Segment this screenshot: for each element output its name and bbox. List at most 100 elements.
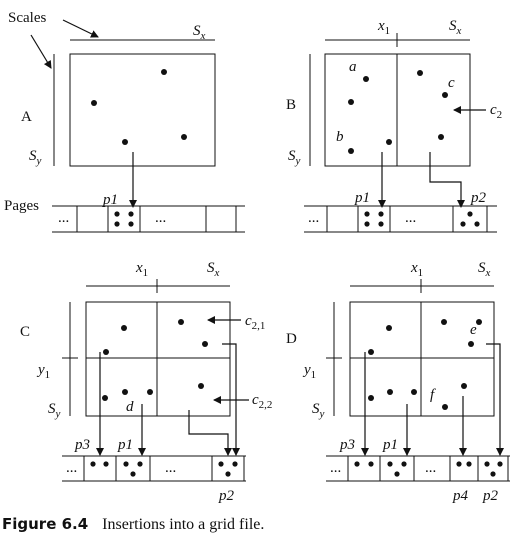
data-point [438,134,444,140]
y1-label: y1 [302,362,316,381]
point-label-e: e [470,322,477,338]
panel-d-letter: D [286,331,297,347]
caption-text: Insertions into a grid file. [102,516,265,533]
data-point [411,389,417,395]
page-label-p2: p2 [482,488,499,504]
x1-label: x1 [410,260,423,279]
page-label-p2: p2 [218,488,235,504]
x-scale-label: Sx [478,260,491,279]
pointer-arrow [486,343,504,456]
y-scale-label: Sy [29,148,42,167]
data-point [161,69,167,75]
scales-arrow-y [30,34,52,69]
data-point [122,139,128,145]
ellipsis: ... [165,460,176,476]
data-point [348,148,354,154]
page-label-p1: p1 [382,437,398,453]
pointer-arrow [222,343,240,456]
data-point [181,134,187,140]
data-point [363,76,369,82]
panel-c: x1 Sx C y1 Sy d c2,1 c2,2 p3 p1 p2 [20,260,272,504]
y-scale-label: Sy [48,401,61,420]
data-point [368,349,374,355]
ellipsis: ... [58,210,69,226]
data-point [368,395,374,401]
page-p1 [123,461,143,477]
data-point [442,92,448,98]
figure-caption: Figure 6.4 Insertions into a grid file. [2,515,264,534]
data-point [441,319,447,325]
panel-d: x1 Sx D y1 Sy e f p3 p1 p4 p2 [286,260,510,504]
data-point [387,389,393,395]
x1-label: x1 [377,18,390,37]
point-label-c: c [448,75,455,91]
panel-a: Scales Sx A Sy p1 Pages ... ... [4,10,245,233]
grid-region [85,301,231,417]
page-p2 [484,461,503,477]
pointer-arrow [429,152,465,208]
data-point [348,99,354,105]
scales-label: Scales [8,10,46,26]
x-scale-label: Sx [449,18,462,37]
data-point [468,341,474,347]
page-label-p3: p3 [74,437,90,453]
grid-file-figure: Scales Sx A Sy p1 Pages ... ... x1 Sx [4,10,510,504]
data-point [121,325,127,331]
page-label-p2: p2 [470,190,487,206]
data-point [147,389,153,395]
ellipsis: ... [425,460,436,476]
page-p2 [218,461,238,477]
panel-b-letter: B [286,97,296,113]
ellipsis: ... [405,210,416,226]
page-label-p3: p3 [339,437,355,453]
data-point [476,319,482,325]
data-point [202,341,208,347]
data-point [386,139,392,145]
panel-a-letter: A [21,109,32,125]
x1-label: x1 [135,260,148,279]
point-label-f: f [430,387,436,403]
page-p4 [456,461,472,467]
scales-arrow-x [62,19,99,38]
y1-label: y1 [36,362,50,381]
page-p3 [354,461,374,467]
data-point [122,389,128,395]
pointer-label-c21: c2,1 [245,313,265,332]
data-point [198,383,204,389]
ellipsis: ... [155,210,166,226]
page-p1 [387,461,407,477]
data-point [417,70,423,76]
pointer-label-c2: c2 [490,102,502,121]
y-scale-label: Sy [288,148,301,167]
page-p3 [90,461,109,467]
point-label-a: a [349,59,357,75]
page-label-p1: p1 [354,190,370,206]
grid-region [349,301,495,417]
x-scale-label: Sx [193,23,206,42]
data-point [103,349,109,355]
page-label-p1: p1 [117,437,133,453]
data-point [91,100,97,106]
panel-c-letter: C [20,324,30,340]
pointer-label-c22: c2,2 [252,392,272,411]
page-label-p4: p4 [452,488,469,504]
point-label-b: b [336,129,344,145]
data-point [102,395,108,401]
figure-number: Figure 6.4 [2,515,89,533]
ellipsis: ... [66,460,77,476]
page-label-p1: p1 [102,192,118,208]
x-scale-label: Sx [207,260,220,279]
panel-b: x1 Sx B Sy a b c c2 p1 p2 ... ... [286,18,502,233]
pointer-arrow [188,410,232,456]
page-p1 [364,211,384,227]
data-point [386,325,392,331]
page-p1 [114,211,134,227]
point-label-d: d [126,399,134,415]
y-scale-label: Sy [312,401,325,420]
data-point [442,404,448,410]
data-point [178,319,184,325]
data-point [461,383,467,389]
pages-label: Pages [4,198,39,214]
page-p2 [460,211,480,227]
ellipsis: ... [308,210,319,226]
